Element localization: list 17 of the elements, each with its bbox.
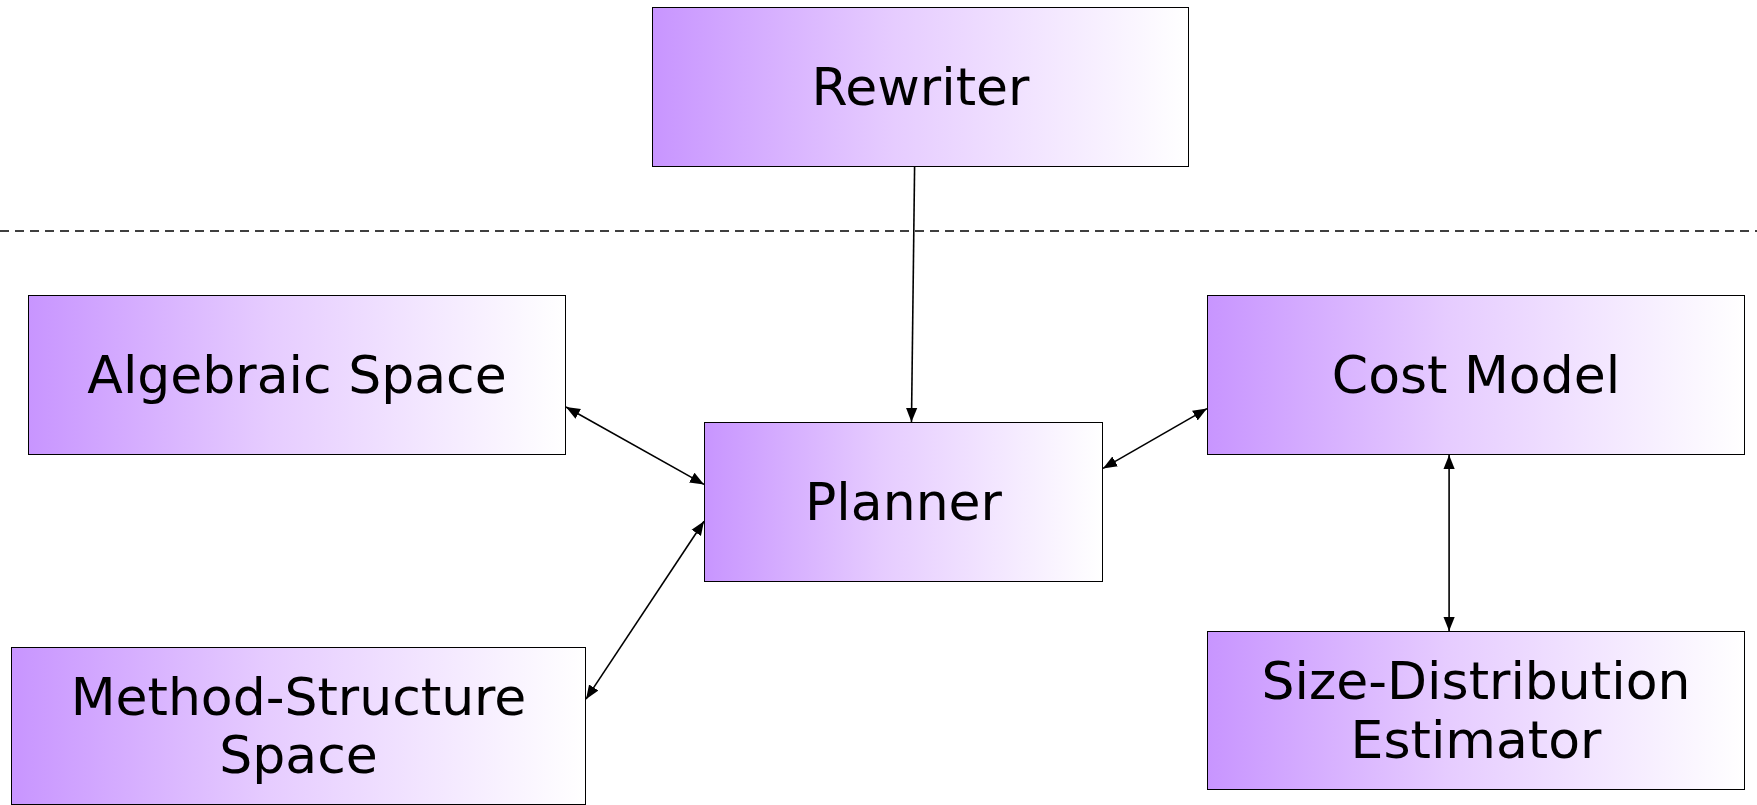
component-box xyxy=(28,295,566,455)
component-box xyxy=(11,647,586,805)
box-label: Size-Distribution Estimator xyxy=(1260,652,1692,769)
arrow xyxy=(1102,407,1208,470)
arrow xyxy=(906,166,918,423)
arrow xyxy=(1443,454,1455,632)
box-label: Method-Structure Space xyxy=(69,667,528,785)
component-box xyxy=(1207,295,1745,455)
arrow xyxy=(585,520,705,700)
arrow xyxy=(565,406,705,486)
box-label: Planner xyxy=(805,472,1002,532)
component-box xyxy=(704,422,1103,582)
component-box xyxy=(1207,631,1745,790)
component-box xyxy=(652,7,1189,167)
box-label: Rewriter xyxy=(811,57,1030,117)
box-label: Cost Model xyxy=(1331,345,1621,405)
box-label: Algebraic Space xyxy=(87,345,507,405)
